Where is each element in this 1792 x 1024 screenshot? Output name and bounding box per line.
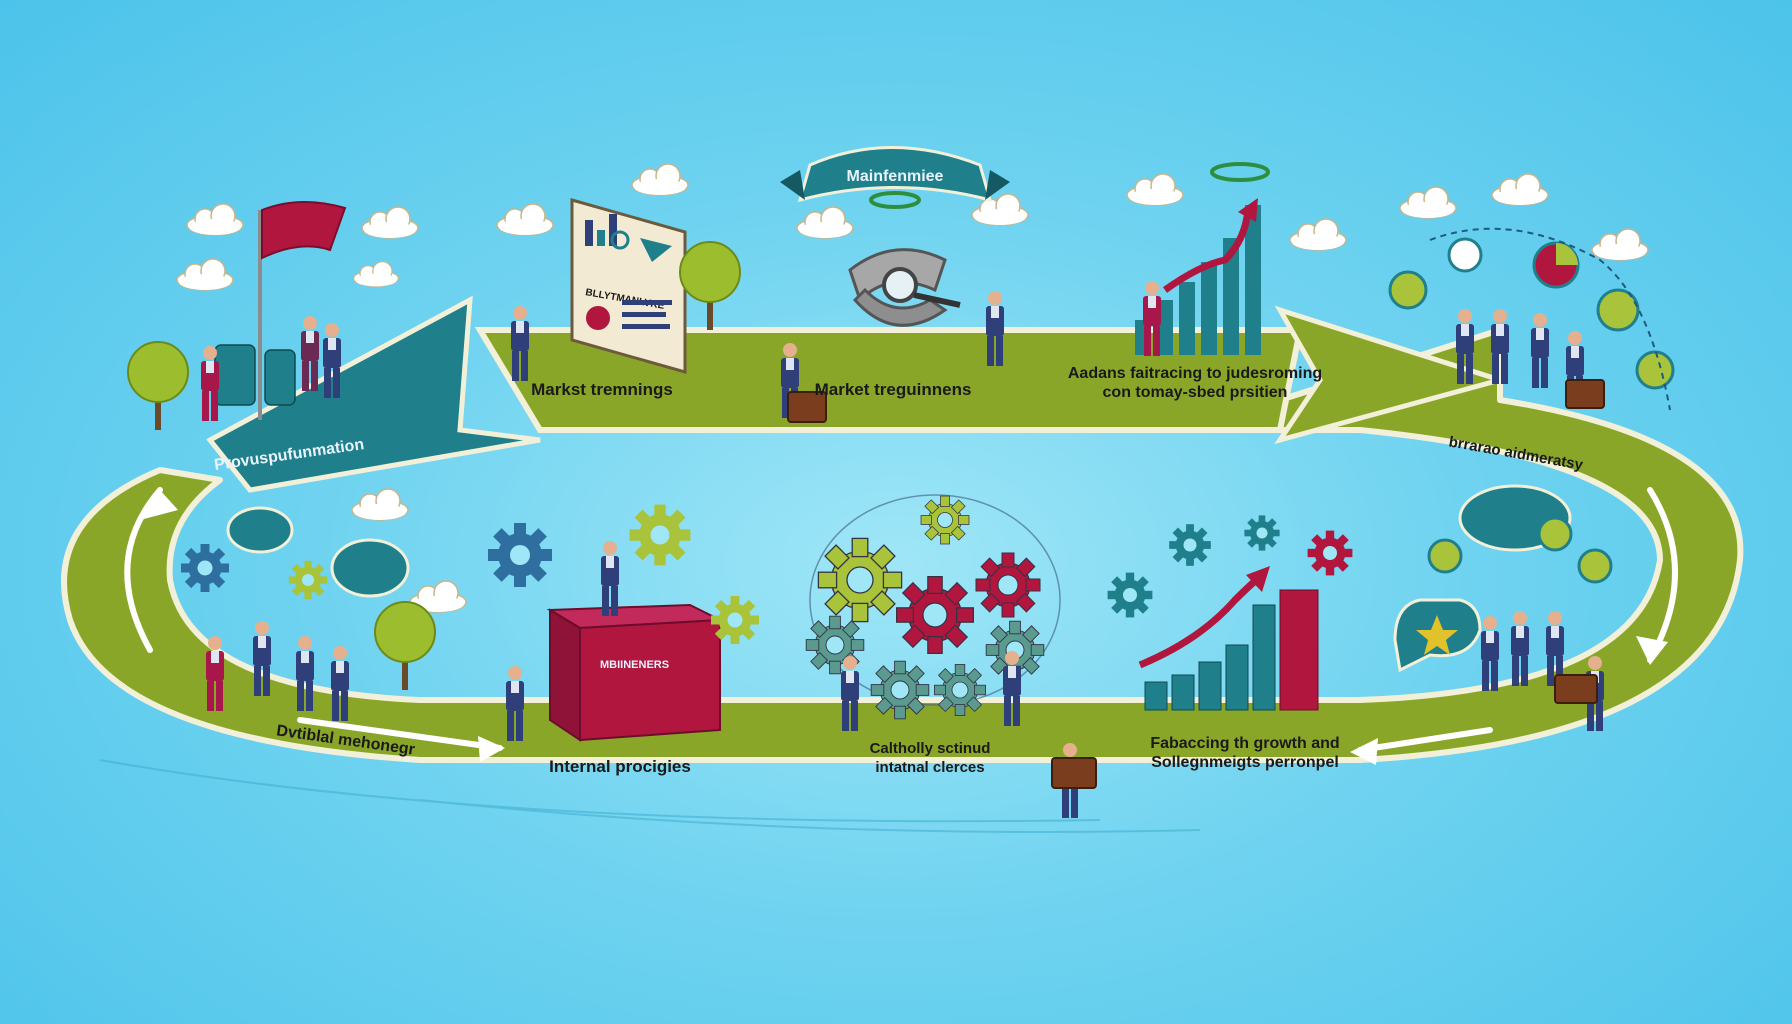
flow-arrowheads — [140, 490, 1668, 765]
label-bottom-4-line2: Sollegnmeigts perronpel — [1151, 754, 1339, 771]
halo-ring-2 — [1210, 162, 1270, 182]
badge-icon-3 — [1596, 288, 1640, 332]
flag-icon — [261, 201, 347, 260]
badge-icon-1 — [1388, 270, 1428, 310]
gear-icon-c5 — [805, 615, 865, 675]
briefcase-icon-right — [1565, 379, 1605, 409]
central-gear-cluster — [805, 494, 1097, 818]
gear-icon-crate-3 — [711, 596, 759, 644]
badge-icon-5 — [1427, 538, 1463, 574]
coin-stacks-icon — [214, 344, 296, 406]
crate-scene: MBIINENERS — [488, 504, 759, 742]
magnifier-icon — [882, 267, 918, 303]
badge-icon-2 — [1447, 237, 1483, 273]
label-top-3-line2: con tomay-sbed prsitien — [1103, 384, 1288, 401]
bottom-right-scene — [1393, 484, 1613, 731]
label-top-1: Markst tremnings — [531, 380, 673, 399]
magnifier-scene — [781, 248, 1004, 423]
label-top-2: Market treguinnens — [815, 380, 972, 399]
gear-icon-b3 — [1244, 515, 1280, 551]
speech-bubble-icon-1 — [226, 506, 294, 554]
label-bottom-4-line1: Fabaccing th growth and — [1150, 735, 1339, 752]
label-top-3-line1: Aadans faitracing to judesroming — [1068, 365, 1322, 382]
badge-icon-4 — [1635, 350, 1675, 390]
flag-scene — [127, 201, 347, 431]
crate-text: MBIINENERS — [600, 659, 669, 671]
star-icon — [1416, 615, 1458, 655]
growth-chart-top — [1135, 198, 1261, 356]
label-bottom-2: Internal procigies — [549, 757, 691, 776]
label-bottom-3-line1: Caltholly sctinud — [870, 740, 991, 757]
analytics-board: BLLYTMANLVKE — [511, 198, 741, 381]
bottom-left-scene — [181, 506, 436, 721]
gear-icon-c7 — [934, 664, 986, 716]
gear-icon-b1 — [1107, 572, 1153, 618]
gear-icon-c4 — [975, 552, 1041, 618]
gear-icon-c3 — [895, 575, 975, 655]
speech-bubble-icon-2 — [330, 538, 410, 598]
badge-icon-6 — [1537, 516, 1573, 552]
gear-icon-c1 — [920, 495, 970, 545]
briefcase-icon-bottom-right — [1554, 674, 1598, 704]
gear-icon-bl-1 — [181, 544, 229, 592]
gear-icon-bl-2 — [288, 560, 328, 600]
gear-icon-c6 — [870, 660, 930, 720]
top-banner: Mainfenmiee — [780, 146, 1010, 203]
halo-ring-1 — [869, 191, 921, 209]
gear-icon-crate-1 — [488, 523, 552, 587]
label-bottom-3-line2: intatnal clerces — [875, 759, 984, 776]
banner-title: Mainfenmiee — [847, 168, 944, 185]
top-right-scene — [1388, 227, 1675, 411]
gear-icon-b2 — [1169, 524, 1211, 566]
gear-icon-c2 — [817, 537, 903, 623]
flow-arrows — [124, 487, 1678, 753]
briefcase-icon-center — [1051, 757, 1097, 789]
growth-chart-bottom — [1107, 515, 1353, 711]
gear-icon-crate-2 — [629, 504, 691, 566]
briefcase-icon — [787, 391, 827, 423]
gear-icon-b4 — [1307, 530, 1353, 576]
ground-shadow — [99, 759, 1201, 833]
badge-icon-7 — [1577, 548, 1613, 584]
